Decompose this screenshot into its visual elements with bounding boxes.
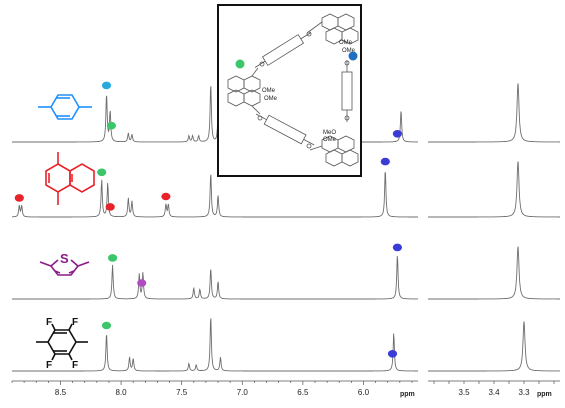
aliphatic-trace-1 [428,83,560,143]
peak-markers [14,81,402,358]
main-x-unit-label: ppm [400,391,415,398]
dimethylnaphthalene-structure [45,152,95,205]
methoxy-label: OMe [342,48,356,54]
aliphatic-tick-label: 3.3 [518,388,530,397]
peak-marker-dot [101,321,112,330]
methoxy-label: OMe [264,96,278,102]
main-tick-label: 8.5 [55,388,67,397]
aliphatic-x-unit-label: ppm [537,391,552,398]
spectrum-trace-3 [12,256,418,300]
methoxy-label: OMe [339,40,353,46]
main-tick-label: 7.5 [176,388,188,397]
fluorine-label: F [46,360,52,371]
peak-marker-dot [14,194,24,202]
peak-marker-dot [161,192,171,201]
main-x-axis: 8.5 8.0 7.5 7.0 6.5 6.0 [11,380,418,397]
peak-marker-dot [387,350,398,358]
peak-marker-dot [380,157,390,166]
peak-marker-dot [97,168,107,177]
inset-green-dot [235,59,245,69]
main-tick-label: 8.0 [116,388,128,397]
spectrum-trace-4 [12,318,418,372]
peak-marker-dot [106,121,116,130]
aliphatic-tick-label: 3.4 [488,388,500,397]
main-tick-label: 7.0 [237,388,249,397]
methoxy-label: MeO [323,130,336,136]
aliphatic-trace-3 [428,246,560,300]
spectrum-trace-2 [12,172,418,218]
aliphatic-trace-4 [428,321,560,372]
peak-marker-dot [392,243,402,252]
peak-marker-dot [101,81,112,90]
macrocycle-inset: OMe OMe OMe OMe MeO OMe [217,4,362,177]
aliphatic-tick-label: 3.5 [458,388,470,397]
peak-marker-dot [108,254,118,262]
inset-blue-dot [348,51,358,61]
dimethylthiophene-structure [39,259,90,276]
p-xylene-structure [38,94,92,120]
methoxy-label: OMe [262,88,276,94]
tetrafluoroxylene-structure [36,323,88,361]
main-tick-label: 6.0 [358,388,370,397]
methoxy-label: OMe [323,137,337,143]
peak-marker-dot [105,203,115,211]
aliphatic-spectra-panel [428,83,560,372]
peak-marker-dot [137,279,147,287]
aliphatic-trace-2 [428,161,560,218]
aliphatic-x-axis: 3.5 3.4 3.3 [428,380,560,397]
main-tick-label: 6.5 [297,388,309,397]
fluorine-label: F [46,317,52,328]
fluorine-label: F [72,317,78,328]
thiophene-sulfur-label: S [60,251,69,266]
fluorine-label: F [72,360,78,371]
peak-marker-dot [392,130,402,138]
